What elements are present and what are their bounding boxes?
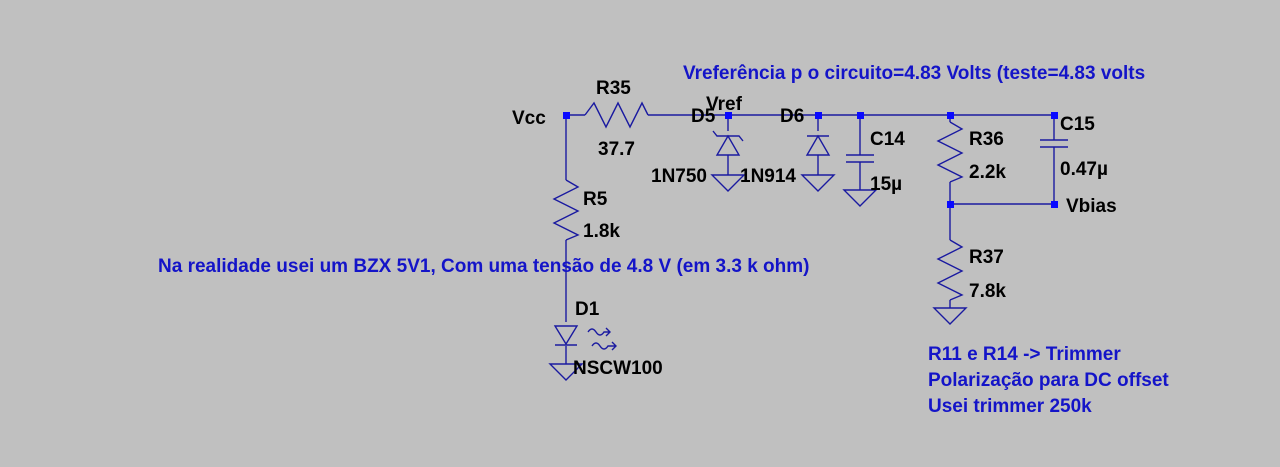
comment-vref: Vreferência p o circuito=4.83 Volts (tes… xyxy=(683,63,1145,84)
d5-value: 1N750 xyxy=(651,166,707,187)
d1-name: D1 xyxy=(575,299,600,320)
net-label-vcc: Vcc xyxy=(512,108,546,129)
comment-trimmer-line2: Polarização para DC offset xyxy=(928,370,1169,391)
r35-name: R35 xyxy=(596,78,631,99)
wires xyxy=(552,101,1055,364)
d5-name: D5 xyxy=(691,106,716,127)
d1-ground-icon xyxy=(548,363,584,381)
c14-value: 15µ xyxy=(870,174,902,195)
node-c15 xyxy=(1051,112,1058,119)
junction-nodes xyxy=(563,112,1058,208)
c14-symbol[interactable] xyxy=(846,154,874,163)
d6-symbol[interactable] xyxy=(805,134,831,156)
comment-trimmer-line3: Usei trimmer 250k xyxy=(928,396,1092,417)
r5-name: R5 xyxy=(583,189,608,210)
node-vbias xyxy=(1051,201,1058,208)
c15-name: C15 xyxy=(1060,114,1095,135)
r37-ground-icon xyxy=(932,307,968,325)
r36-symbol[interactable] xyxy=(936,121,964,183)
d6-value: 1N914 xyxy=(740,166,796,187)
c14-ground-icon xyxy=(842,189,878,207)
r37-name: R37 xyxy=(969,247,1004,268)
c14-name: C14 xyxy=(870,129,905,150)
node-r36 xyxy=(947,112,954,119)
node-r36-r37 xyxy=(947,201,954,208)
c15-symbol[interactable] xyxy=(1040,139,1068,148)
d5-symbol[interactable] xyxy=(712,130,744,156)
r37-value: 7.8k xyxy=(969,281,1006,302)
d6-ground-icon xyxy=(800,174,836,192)
node-d6 xyxy=(815,112,822,119)
r35-symbol[interactable] xyxy=(584,101,649,129)
d1-symbol[interactable] xyxy=(553,325,617,351)
r5-symbol[interactable] xyxy=(552,179,580,241)
d1-value: NSCW100 xyxy=(573,358,663,379)
r36-name: R36 xyxy=(969,129,1004,150)
d6-name: D6 xyxy=(780,106,804,127)
c15-value: 0.47µ xyxy=(1060,159,1108,180)
node-c14 xyxy=(857,112,864,119)
node-vcc xyxy=(563,112,570,119)
comment-bzx: Na realidade usei um BZX 5V1, Com uma te… xyxy=(158,256,810,277)
node-d5 xyxy=(725,112,732,119)
net-label-vref: Vref xyxy=(706,94,743,115)
r5-value: 1.8k xyxy=(583,221,620,242)
ground-symbols xyxy=(548,174,968,381)
r37-symbol[interactable] xyxy=(936,239,964,301)
d5-ground-icon xyxy=(710,174,746,192)
r36-value: 2.2k xyxy=(969,162,1006,183)
net-label-vbias: Vbias xyxy=(1066,196,1117,217)
comment-trimmer-line1: R11 e R14 -> Trimmer xyxy=(928,344,1121,365)
r35-value: 37.7 xyxy=(598,139,635,160)
